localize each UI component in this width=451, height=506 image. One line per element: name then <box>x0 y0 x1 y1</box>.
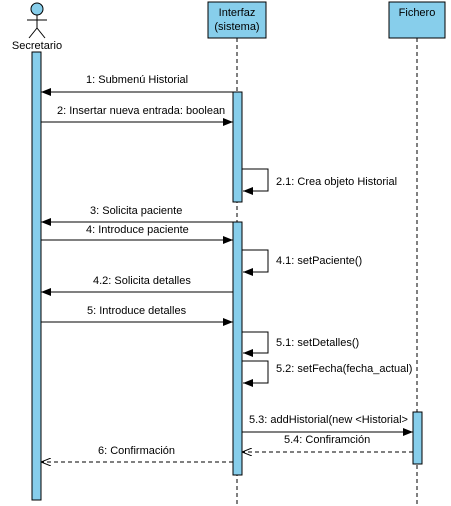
participant-interfaz-label-line1: Interfaz <box>219 7 256 19</box>
actor-activation-bar <box>31 51 42 501</box>
participant-fichero: Fichero <box>388 1 446 505</box>
message-5-label: 5: Introduce detalles <box>87 305 187 317</box>
participant-interfaz-label-line2: (sistema) <box>214 21 259 33</box>
participant-fichero-label: Fichero <box>399 7 436 19</box>
stick-figure-actor-icon <box>27 2 47 39</box>
messages: 1: Submenú Historial 2: Insertar nueva e… <box>41 74 413 462</box>
actor-secretario: Secretario <box>12 2 62 501</box>
participant-fichero-box <box>388 1 446 39</box>
message-6-label: 6: Confirmación <box>98 445 175 457</box>
message-2-label: 2: Insertar nueva entrada: boolean <box>57 105 225 117</box>
actor-name: Secretario <box>12 40 62 52</box>
message-1-label: 1: Submenú Historial <box>86 74 188 86</box>
message-4-1-arrow <box>242 249 269 276</box>
message-5-4-label: 5.4: Confiramción <box>284 434 370 446</box>
message-4-label: 4: Introduce paciente <box>86 224 189 236</box>
message-2-1-arrow <box>242 168 269 195</box>
message-3-label: 3: Solicita paciente <box>90 205 182 217</box>
message-4-1-label: 4.1: setPaciente() <box>276 255 362 267</box>
message-4-2-label: 4.2: Solicita detalles <box>93 275 191 287</box>
message-5-2-arrow <box>242 360 269 387</box>
participant-interfaz: Interfaz (sistema) <box>207 1 267 505</box>
message-5-3-label: 5.3: addHistorial(new <Historial> <box>249 414 408 426</box>
fichero-activation <box>412 411 423 465</box>
participant-interfaz-box <box>207 1 267 39</box>
message-5-1-arrow <box>242 331 269 357</box>
interfaz-activation-1 <box>232 91 243 203</box>
message-5-2-label: 5.2: setFecha(fecha_actual) <box>276 363 412 375</box>
message-5-1-label: 5.1: setDetalles() <box>276 337 359 349</box>
message-2-1-label: 2.1: Crea objeto Historial <box>276 176 397 188</box>
interfaz-activation-2 <box>232 221 243 476</box>
